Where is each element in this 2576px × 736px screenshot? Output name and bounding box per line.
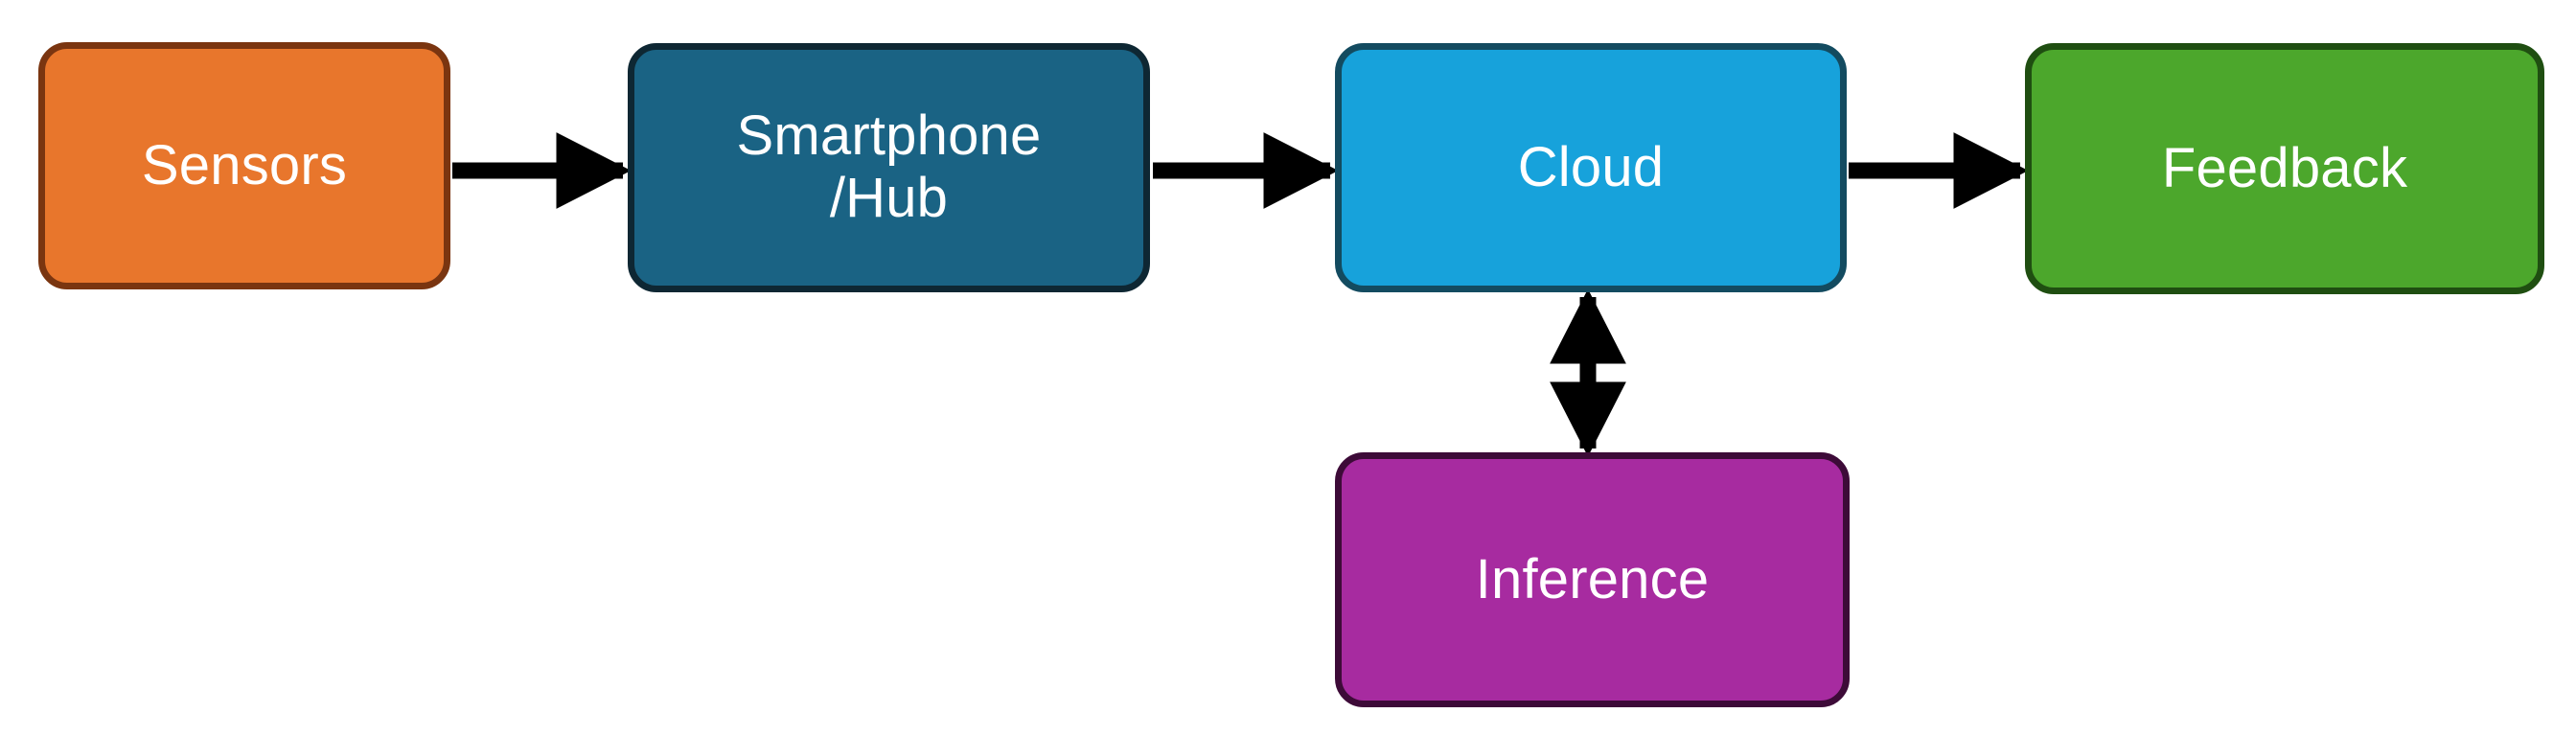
node-sensors-label: Sensors [141, 133, 348, 196]
node-feedback-label: Feedback [2161, 136, 2408, 199]
node-cloud[interactable]: Cloud [1335, 43, 1847, 292]
node-feedback[interactable]: Feedback [2025, 43, 2544, 294]
node-inference[interactable]: Inference [1335, 452, 1850, 707]
node-smartphone-hub[interactable]: Smartphone /Hub [628, 43, 1150, 292]
node-cloud-label: Cloud [1517, 135, 1665, 198]
node-inference-label: Inference [1475, 547, 1710, 610]
node-sensors[interactable]: Sensors [38, 42, 450, 289]
node-smartphone-hub-label: Smartphone /Hub [736, 104, 1042, 229]
